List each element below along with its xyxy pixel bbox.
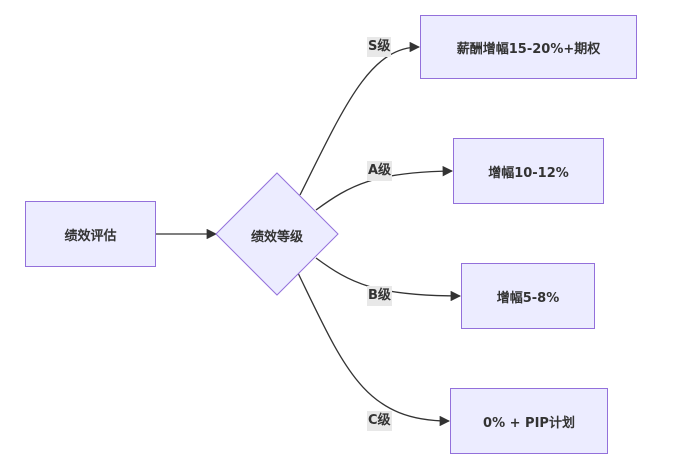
b-result-node: 增幅5-8% [461,263,595,329]
edge-label-a: A级 [367,161,393,181]
a-result-node: 增幅10-12% [453,138,604,204]
decision-label: 绩效等级 [250,230,303,245]
edge-decision-to-a [315,165,454,211]
c-result-node: 0% + PIP计划 [450,388,608,454]
edge-label-b: B级 [367,286,392,306]
start-node: 绩效评估 [25,201,156,267]
s-result-node: 薪酬增幅15-20%+期权 [420,15,637,79]
edge-decision-to-c [297,272,451,427]
decision-diamond [215,172,339,296]
edge-label-s: S级 [367,37,392,57]
edge-decision-to-s [299,41,421,196]
edge-label-c: C级 [367,411,392,431]
